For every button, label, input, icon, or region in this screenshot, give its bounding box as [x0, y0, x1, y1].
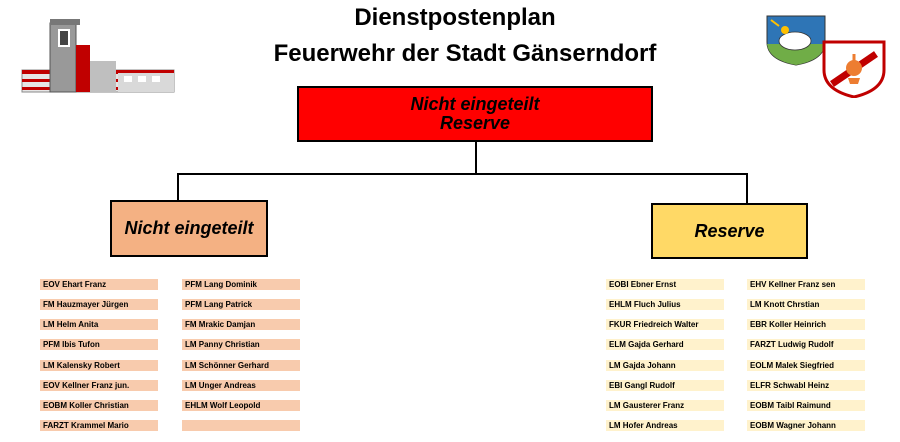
- list-item: LM Gajda Johann: [606, 360, 724, 371]
- list-item: EOBM Koller Christian: [40, 400, 158, 411]
- connector-horizontal: [177, 173, 748, 175]
- page-title: Dienstpostenplan: [354, 4, 556, 31]
- top-node-line2: Reserve: [439, 113, 511, 133]
- list-item: FM Hauzmayer Jürgen: [40, 299, 158, 310]
- nicht-eingeteilt-label: Nicht eingeteilt: [124, 218, 254, 239]
- top-node-line1: Nicht eingeteilt: [410, 94, 540, 115]
- list-item: EOLM Malek Siegfried: [747, 360, 865, 371]
- list-item: FKUR Friedreich Walter: [606, 319, 724, 330]
- nicht-eingeteilt-node: Nicht eingeteilt: [110, 200, 268, 257]
- connector-vertical-top: [475, 142, 477, 174]
- list-item: LM Knott Chrstian: [747, 299, 865, 310]
- page-subtitle: Feuerwehr der Stadt Gänserndorf: [273, 40, 657, 67]
- list-item: EBI Gangl Rudolf: [606, 380, 724, 391]
- list-item: EHLM Fluch Julius: [606, 299, 724, 310]
- list-item: EOV Kellner Franz jun.: [40, 380, 158, 391]
- list-item: ELM Gajda Gerhard: [606, 339, 724, 350]
- list-item: FARZT Krammel Mario: [40, 420, 158, 431]
- list-item: LM Helm Anita: [40, 319, 158, 330]
- reserve-node: Reserve: [651, 203, 808, 259]
- list-item: EHLM Wolf Leopold: [182, 400, 300, 411]
- top-node: Nicht eingeteilt Reserve: [297, 86, 653, 142]
- connector-left-drop: [177, 173, 179, 201]
- list-item: EHV Kellner Franz sen: [747, 279, 865, 290]
- town-coat-of-arms-icon: [766, 15, 826, 66]
- fire-station-building-icon: [21, 19, 175, 93]
- list-item: EOBI Ebner Ernst: [606, 279, 724, 290]
- list-item: PFM Lang Patrick: [182, 299, 300, 310]
- fire-brigade-emblem-icon: [822, 40, 886, 98]
- list-item: LM Hofer Andreas: [606, 420, 724, 431]
- list-item: EOBM Wagner Johann: [747, 420, 865, 431]
- list-item: PFM Ibis Tufon: [40, 339, 158, 350]
- list-item: PFM Lang Dominik: [182, 279, 300, 290]
- list-item: LM Schönner Gerhard: [182, 360, 300, 371]
- list-item: FM Mrakic Damjan: [182, 319, 300, 330]
- list-item-empty: [182, 420, 300, 431]
- reserve-label: Reserve: [694, 220, 765, 241]
- list-item: EOBM Taibl Raimund: [747, 400, 865, 411]
- list-item: LM Gausterer Franz: [606, 400, 724, 411]
- connector-right-drop: [746, 173, 748, 204]
- list-item: ELFR Schwabl Heinz: [747, 380, 865, 391]
- list-item: EOV Ehart Franz: [40, 279, 158, 290]
- list-item: LM Kalensky Robert: [40, 360, 158, 371]
- list-item: EBR Koller Heinrich: [747, 319, 865, 330]
- list-item: FARZT Ludwig Rudolf: [747, 339, 865, 350]
- list-item: LM Unger Andreas: [182, 380, 300, 391]
- list-item: LM Panny Christian: [182, 339, 300, 350]
